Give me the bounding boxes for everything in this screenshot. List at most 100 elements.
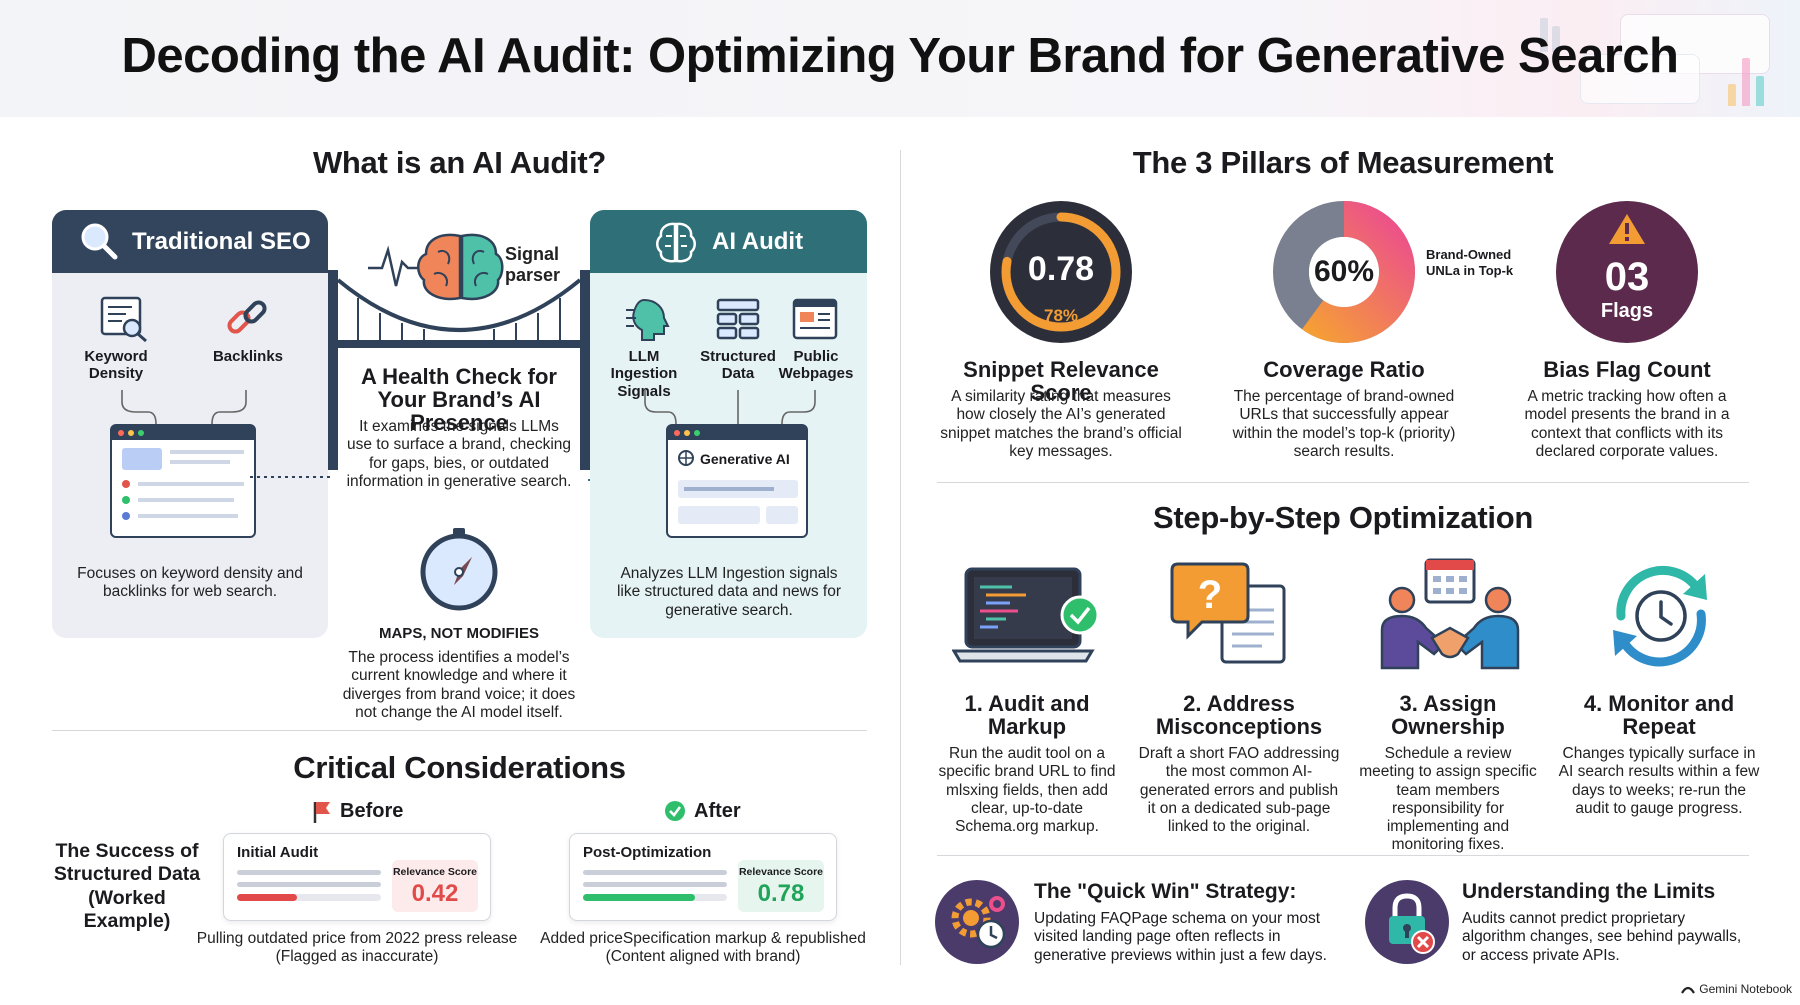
bias-flag-unit: Flags [1600, 300, 1654, 322]
before-score-value: 0.42 [411, 880, 459, 907]
ai-audit-title: AI Audit [712, 228, 804, 255]
link-chain-icon [227, 300, 267, 334]
snippet-score-pct: 78% [1043, 306, 1079, 325]
gear-clock-icon [935, 880, 1019, 964]
generative-ai-label: Generative AI [700, 451, 790, 467]
question-document-icon: ? [1170, 562, 1286, 664]
coverage-value: 60% [1313, 255, 1375, 288]
coverage-description: The percentage of brand-owned URLs that … [1232, 388, 1456, 460]
webpage-icon [792, 298, 838, 340]
after-score-value: 0.78 [757, 880, 805, 907]
before-card-title: Initial Audit [237, 844, 319, 861]
bias-flag-value: 03 [1604, 255, 1650, 299]
health-check-description: It examines the signals LLMs use to surf… [346, 418, 572, 490]
red-flag-icon [313, 802, 330, 823]
header-decoration [1510, 14, 1770, 106]
left-dotted-connector [250, 476, 330, 478]
right-section-divider-1 [937, 482, 1749, 483]
before-caption: Pulling outdated price from 2022 press r… [196, 930, 518, 966]
after-score-box: Relevance Score 0.78 [738, 860, 824, 912]
brain-icon [368, 233, 504, 301]
ai-audit-description: Analyzes LLM Ingestion signals like stru… [616, 565, 841, 619]
page-title: Decoding the AI Audit: Optimizing Your B… [121, 29, 1679, 83]
signal-parser-label: Signal parser [505, 244, 561, 285]
keyword-density-icon [100, 296, 147, 343]
step-2-description: Draft a short FAO addressing the most co… [1138, 745, 1340, 836]
refresh-clock-icon [1613, 565, 1707, 667]
before-label: Before [340, 800, 404, 822]
header-banner: Decoding the AI Audit: Optimizing Your B… [0, 0, 1800, 117]
head-signals-icon [626, 298, 670, 341]
magnifier-icon [81, 223, 118, 260]
after-label: After [694, 800, 741, 822]
keyword-density-label: Keyword Density [84, 348, 148, 383]
traditional-seo-title: Traditional SEO [132, 228, 311, 255]
step-3-description: Schedule a review meeting to assign spec… [1359, 745, 1537, 854]
limits-title: Understanding the Limits [1462, 880, 1716, 903]
ai-spark-icon [678, 450, 694, 466]
coverage-side-label: Brand-Owned UNLa in Top-k [1426, 247, 1514, 278]
bridge-illustration [328, 270, 590, 470]
step-1-description: Run the audit tool on a specific brand U… [938, 745, 1116, 836]
brain-outline-icon [656, 222, 696, 263]
bias-title: Bias Flag Count [1543, 357, 1711, 382]
laptop-check-icon [952, 567, 1100, 663]
steps-section-title: Step-by-Step Optimization [1152, 500, 1533, 535]
after-caption: Added priceSpecification markup & republ… [540, 930, 866, 966]
after-card-title: Post-Optimization [583, 844, 712, 861]
before-score-bar [237, 894, 381, 901]
traditional-seo-description: Focuses on keyword density and backlinks… [77, 565, 303, 601]
step-4-description: Changes typically surface in AI search r… [1558, 745, 1760, 817]
after-score-bar [583, 894, 727, 901]
backlinks-label: Backlinks [212, 348, 284, 365]
snippet-description: A similarity rating that measures how cl… [940, 388, 1182, 460]
seo-connector-lines [121, 390, 247, 425]
structured-data-label: Structured Data [700, 348, 776, 383]
public-webpages-label: Public Webpages [778, 348, 854, 383]
snippet-gauge [990, 201, 1132, 343]
warning-icon [1609, 214, 1645, 244]
left-section-divider [52, 730, 867, 731]
footer-brand-label: Gemini Notebook [1699, 982, 1792, 996]
maps-description: The process identifies a model’s current… [342, 649, 576, 721]
worked-example-title: The Success of Structured Data (Worked E… [53, 840, 201, 933]
bias-description: A metric tracking how often a model pres… [1524, 388, 1730, 460]
quickwin-title: The "Quick Win" Strategy: [1034, 880, 1297, 903]
after-card: Post-Optimization Relevance Score 0.78 [569, 833, 837, 921]
before-score-label: Relevance Score [392, 866, 478, 878]
health-check-title: A Health Check for Your Brand’s AI Prese… [360, 364, 557, 436]
critical-section-title: Critical Considerations [293, 750, 626, 785]
ai-connector-lines [644, 390, 816, 425]
ai-audit-header [590, 210, 867, 273]
coverage-title: Coverage Ratio [1263, 357, 1425, 382]
svg-text:?: ? [1198, 573, 1222, 617]
footer-brand: Gemini Notebook [1681, 982, 1792, 996]
snippet-title: Snippet Relevance Score [963, 357, 1159, 406]
step-1-title: 1. Audit and Markup [964, 691, 1090, 740]
limits-description: Audits cannot predict proprietary algori… [1462, 910, 1742, 964]
what-section-title: What is an AI Audit? [312, 145, 607, 180]
llm-ingestion-label: LLM Ingestion Signals [610, 348, 678, 400]
right-section-divider-2 [937, 855, 1749, 856]
traditional-seo-panel: Traditional SEO Keyword Density Backlink… [52, 210, 328, 638]
notebook-logo-icon [1681, 986, 1696, 994]
column-divider [900, 150, 901, 965]
webpage-window [110, 424, 256, 538]
ai-audit-panel: AI Audit LLM Ingestion Signals Structure… [590, 210, 867, 638]
step-4-title: 4. Monitor and Repeat [1583, 691, 1735, 740]
step-2-title: 2. Address Misconceptions [1155, 691, 1323, 740]
handshake-calendar-icon [1380, 558, 1520, 670]
check-circle-icon [665, 801, 685, 821]
after-score-label: Relevance Score [738, 866, 824, 878]
snippet-score-value: 0.78 [1027, 250, 1095, 288]
coverage-donut [1273, 201, 1415, 343]
generative-ai-window: Generative AI [666, 424, 808, 538]
pillars-section-title: The 3 Pillars of Measurement [1132, 145, 1554, 180]
maps-title: MAPS, NOT MODIFIES [378, 625, 539, 642]
lock-icon [1365, 880, 1449, 964]
structured-data-icon [716, 298, 760, 340]
compass-icon [420, 528, 498, 611]
before-score-box: Relevance Score 0.42 [392, 860, 478, 912]
quickwin-description: Updating FAQPage schema on your most vis… [1034, 910, 1327, 964]
step-3-title: 3. Assign Ownership [1391, 691, 1505, 740]
